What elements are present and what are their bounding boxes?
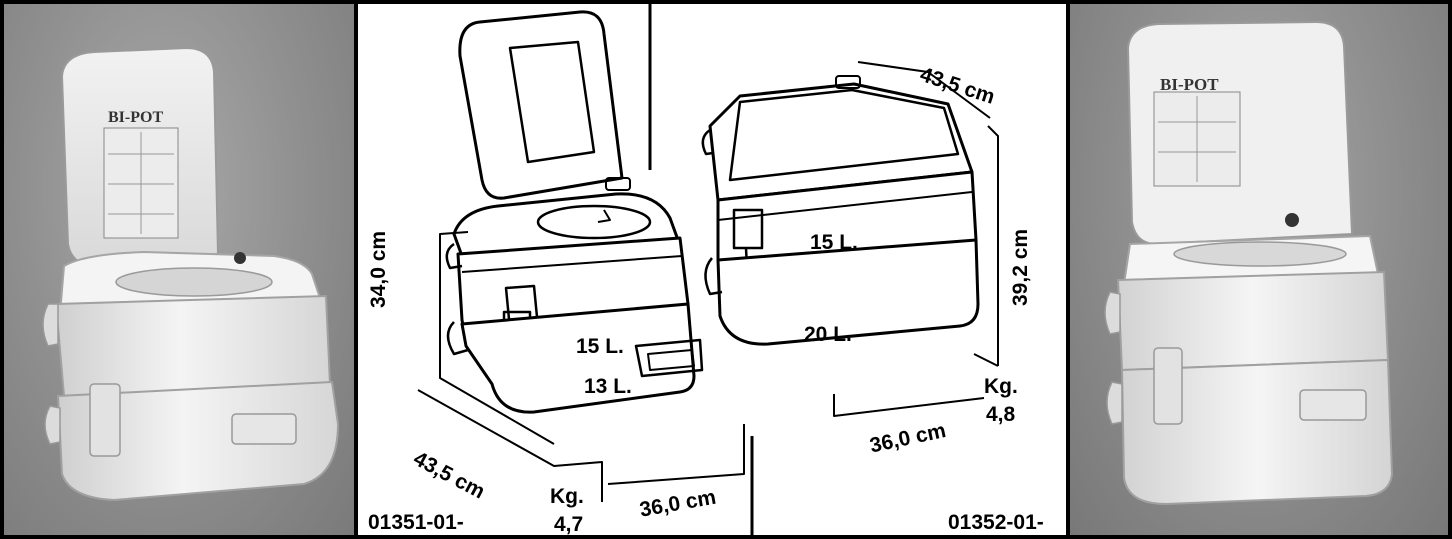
large-waste-tank-label: 20 L. <box>804 323 852 346</box>
large-weight-value: 4,8 <box>986 403 1016 426</box>
left-product-photo: BI-POT <box>4 4 354 535</box>
toilet-photo-left-illustration <box>42 46 340 502</box>
dimension-drawing-panel: 34,0 cm 43,5 cm 36,0 cm 15 L. 13 L. Kg. … <box>358 4 1066 535</box>
small-height-dimension: 34,0 cm <box>367 230 390 308</box>
toilet-photo-right-illustration <box>1104 20 1394 506</box>
right-photo-brand-label: BI-POT <box>1160 75 1219 94</box>
large-model-code: 01352-01- <box>948 511 1044 534</box>
small-weight-unit: Kg. <box>550 485 584 508</box>
large-weight-unit: Kg. <box>984 375 1018 398</box>
small-waste-tank-label: 13 L. <box>584 375 632 398</box>
left-photo-brand-label: BI-POT <box>108 109 164 126</box>
dimension-line-drawing <box>417 4 999 535</box>
large-fresh-tank-label: 15 L. <box>810 231 858 254</box>
small-weight-value: 4,7 <box>554 513 584 535</box>
small-fresh-tank-label: 15 L. <box>576 335 624 358</box>
large-height-dimension: 39,2 cm <box>1009 228 1032 306</box>
small-model-code: 01351-01- <box>368 511 464 534</box>
right-product-photo: BI-POT <box>1070 4 1448 535</box>
